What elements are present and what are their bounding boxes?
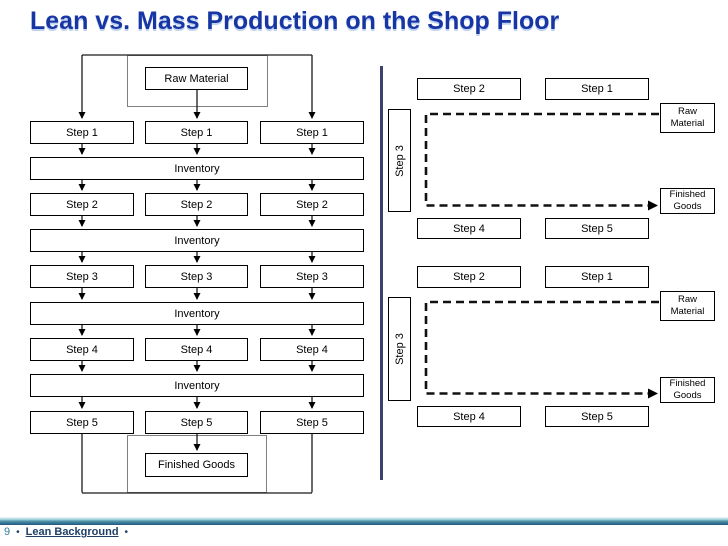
lean-step-box-vertical: Step 3 <box>388 297 411 401</box>
mass-step-box: Step 2 <box>30 193 134 216</box>
mass-step-box: Step 3 <box>30 265 134 288</box>
footer-link-lean-background[interactable]: Lean Background <box>25 526 119 538</box>
lean-flow-path-2 <box>424 300 659 399</box>
mass-step-box: Step 5 <box>145 411 248 434</box>
mass-inventory-box: Inventory <box>30 374 364 397</box>
lean-step-box: Step 5 <box>545 406 649 427</box>
page-title: Lean vs. Mass Production on the Shop Flo… <box>30 7 560 35</box>
lean-raw-material-box: Raw Material <box>660 103 715 133</box>
mass-step-box: Step 4 <box>145 338 248 361</box>
mass-step-box: Step 1 <box>30 121 134 144</box>
footer-divider-bar <box>0 517 728 525</box>
lean-raw-material-box: Raw Material <box>660 291 715 321</box>
lean-step-box: Step 2 <box>417 78 521 100</box>
lean-step-box: Step 1 <box>545 266 649 288</box>
lean-finished-goods-box: Finished Goods <box>660 188 715 214</box>
lean-flow-path-1 <box>424 112 659 211</box>
mass-raw-material-box: Raw Material <box>145 67 248 90</box>
lean-finished-goods-box: Finished Goods <box>660 377 715 403</box>
mass-step-box: Step 1 <box>260 121 364 144</box>
mass-step-box: Step 3 <box>260 265 364 288</box>
lean-step-box: Step 5 <box>545 218 649 239</box>
page-number: 9 <box>4 526 11 538</box>
lean-step-box: Step 2 <box>417 266 521 288</box>
mass-step-box: Step 2 <box>145 193 248 216</box>
lean-step-box: Step 1 <box>545 78 649 100</box>
section-divider-line <box>380 66 383 480</box>
mass-step-box: Step 2 <box>260 193 364 216</box>
lean-step-box: Step 4 <box>417 406 521 427</box>
mass-finished-goods-box: Finished Goods <box>145 453 248 477</box>
mass-step-box: Step 1 <box>145 121 248 144</box>
footer-bullet: • <box>16 527 20 538</box>
mass-step-box: Step 5 <box>30 411 134 434</box>
mass-step-box: Step 5 <box>260 411 364 434</box>
footer-bullet: • <box>124 527 129 538</box>
footer: 9 • Lean Background • <box>4 526 128 538</box>
mass-inventory-box: Inventory <box>30 302 364 325</box>
mass-step-box: Step 4 <box>30 338 134 361</box>
lean-step-box-vertical: Step 3 <box>388 109 411 212</box>
lean-step-vertical-label: Step 3 <box>393 144 406 177</box>
lean-step-vertical-label: Step 3 <box>393 333 406 365</box>
mass-step-box: Step 3 <box>145 265 248 288</box>
lean-step-box: Step 4 <box>417 218 521 239</box>
mass-step-box: Step 4 <box>260 338 364 361</box>
mass-inventory-box: Inventory <box>30 157 364 180</box>
mass-inventory-box: Inventory <box>30 229 364 252</box>
